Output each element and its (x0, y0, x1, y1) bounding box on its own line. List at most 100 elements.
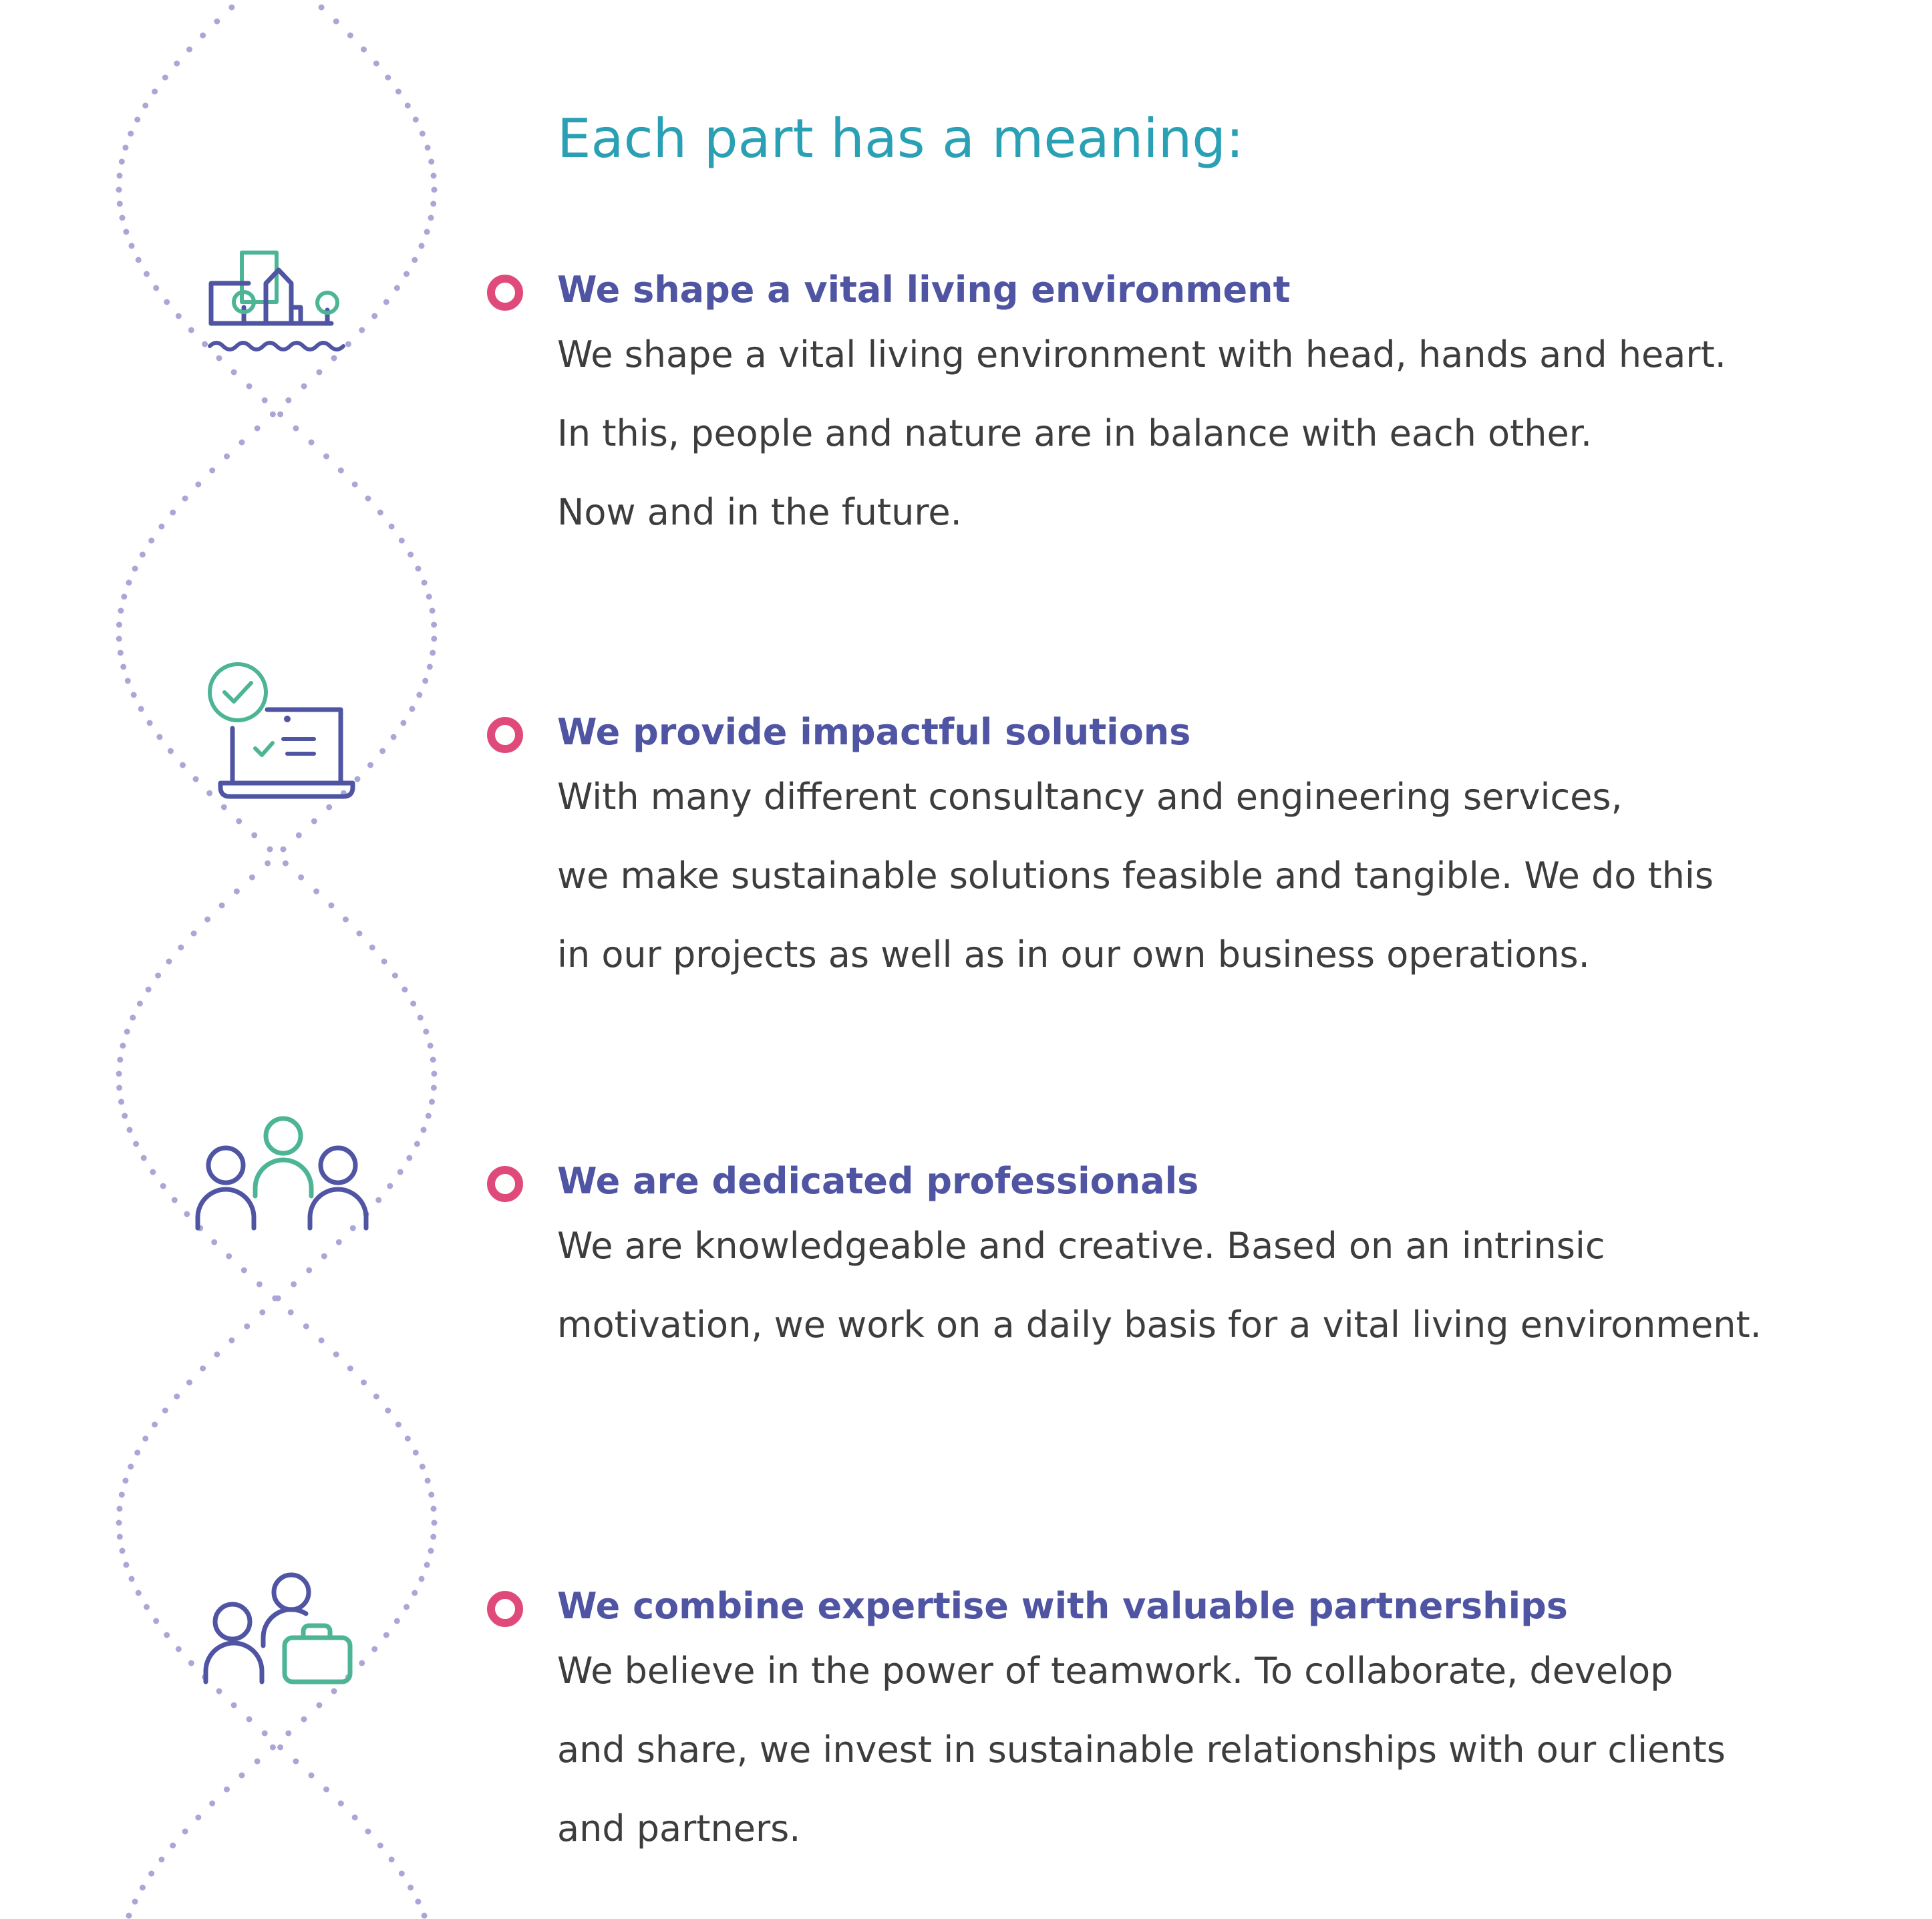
helix-dot (337, 1800, 344, 1807)
helix-dot (160, 1183, 166, 1189)
section-heading: We are dedicated professionals (557, 1160, 1199, 1202)
helix-dot (365, 495, 371, 502)
helix-dot (130, 1014, 136, 1021)
pink-ring-bullet-icon (487, 275, 523, 311)
helix-dot (128, 1576, 135, 1582)
helix-dot (135, 257, 142, 263)
section-body: We believe in the power of teamwork. To … (557, 1632, 1826, 1868)
helix-dot (152, 88, 158, 95)
section-heading: We provide impactful solutions (557, 711, 1191, 753)
helix-dot (430, 1056, 436, 1063)
helix-dot (291, 1281, 297, 1288)
helix-dot (430, 172, 437, 179)
helix-dot (379, 748, 386, 754)
helix-dot (323, 1786, 329, 1793)
helix-dot (170, 1842, 176, 1849)
helix-dot (251, 832, 258, 839)
helix-dot (139, 551, 146, 558)
helix-dot (293, 1758, 299, 1765)
helix-dot (404, 1435, 411, 1442)
helix-dot (202, 341, 208, 347)
helix-dot (354, 776, 361, 782)
helix-dot (323, 453, 329, 460)
page-title: Each part has a meaning: (557, 108, 1245, 170)
helix-dot (331, 1688, 337, 1694)
helix-dot (158, 523, 165, 530)
helix-dot (182, 1828, 188, 1835)
helix-dot (295, 832, 302, 839)
section-body: We shape a vital living environment with… (557, 315, 1826, 552)
helix-dot (116, 186, 122, 193)
helix-dot (431, 1519, 438, 1526)
helix-dot (238, 1772, 245, 1779)
helix-dot (381, 958, 387, 965)
helix-dot (259, 1309, 266, 1316)
helix-dot (140, 1155, 147, 1161)
body-line: We shape a vital living environment with… (557, 333, 1726, 376)
helix-dot (228, 4, 235, 11)
helix-dot (118, 1098, 124, 1105)
section-impactful-solutions: We provide impactful solutions With many… (557, 708, 1826, 994)
helix-dot (400, 720, 407, 726)
helix-dot (261, 397, 268, 404)
helix-dot (206, 790, 213, 796)
helix-dot (424, 229, 430, 235)
helix-dot (408, 551, 414, 558)
helix-dot (285, 397, 292, 404)
helix-dot (265, 860, 271, 867)
helix-dot (116, 200, 123, 207)
helix-dot (418, 243, 425, 249)
helix-dot (224, 453, 230, 460)
body-line: In this, people and nature are in balanc… (557, 412, 1593, 454)
helix-dot (430, 649, 436, 656)
helix-dot (393, 285, 400, 291)
helix-dot (188, 1660, 194, 1666)
partnership-icon (203, 1572, 353, 1684)
helix-dot (406, 1155, 413, 1161)
helix-dot (431, 186, 438, 193)
helix-dot (246, 383, 253, 390)
helix-dot (326, 804, 333, 810)
helix-dot (337, 467, 344, 474)
helix-dot (404, 102, 411, 109)
helix-dot (419, 1463, 426, 1470)
helix-dot (421, 1912, 428, 1919)
helix-dot (209, 1800, 216, 1807)
helix-dot (391, 972, 398, 979)
helix-dot (200, 1365, 206, 1372)
helix-dot (308, 1772, 315, 1779)
helix-dot (128, 1463, 134, 1470)
helix-dot (412, 116, 419, 123)
helix-dot (240, 1267, 247, 1274)
helix-dot (174, 60, 180, 67)
helix-dot (138, 706, 144, 712)
helix-dot (121, 593, 128, 600)
helix-dot (428, 1547, 434, 1554)
helix-dot (395, 1421, 401, 1428)
body-line: We believe in the power of teamwork. To … (557, 1650, 1673, 1692)
helix-dot (387, 1183, 393, 1189)
helix-dot (416, 692, 423, 698)
helix-dot (431, 1070, 438, 1077)
helix-dot (175, 313, 182, 319)
helix-dot (421, 579, 428, 586)
helix-dot (170, 509, 176, 516)
helix-dot (148, 1870, 155, 1877)
helix-dot (123, 229, 130, 235)
helix-dot (404, 271, 410, 277)
helix-dot (195, 1814, 202, 1821)
helix-dot (424, 1477, 431, 1484)
helix-dot (233, 888, 240, 895)
helix-dot (214, 18, 220, 25)
helix-dot (429, 607, 436, 614)
section-dedicated-professionals: We are dedicated professionals We are kn… (557, 1157, 1826, 1364)
helix-dot (359, 1660, 365, 1666)
helix-dot (220, 804, 227, 810)
helix-dot (136, 1000, 143, 1007)
helix-dot (150, 1169, 156, 1175)
helix-dot (280, 846, 287, 853)
helix-dot (195, 481, 202, 488)
helix-dot (410, 1000, 417, 1007)
helix-dot (361, 46, 367, 53)
helix-dot (367, 762, 373, 768)
